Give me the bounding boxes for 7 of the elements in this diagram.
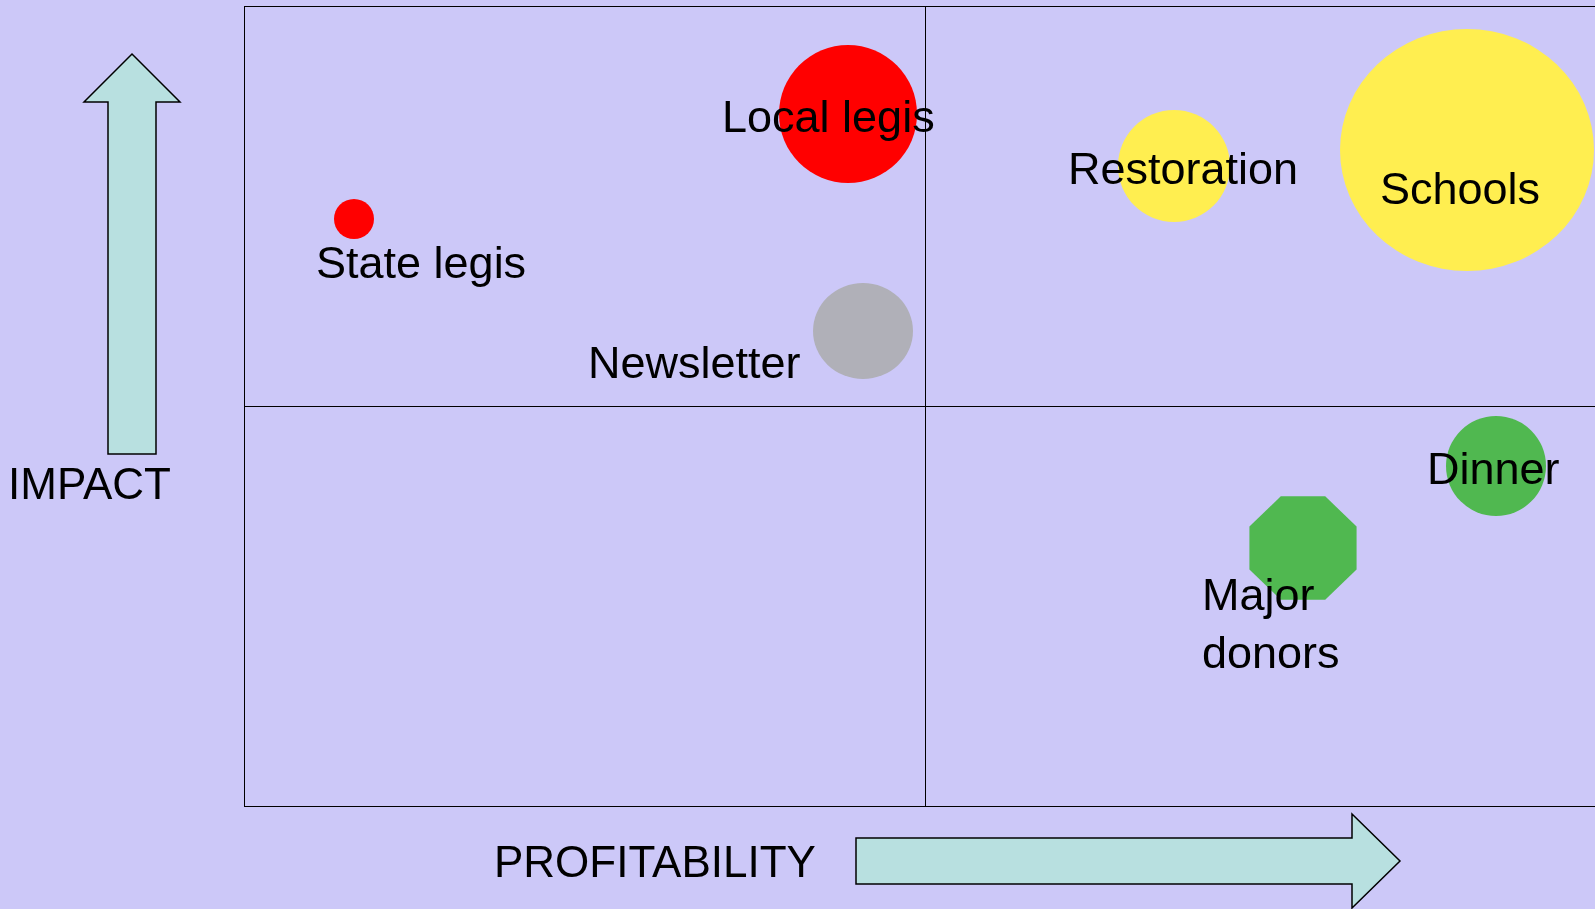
bubble-label: Newsletter (588, 337, 801, 388)
bubble-label: Major donors (1202, 569, 1340, 678)
bubble-label: State legis (316, 237, 527, 288)
axis-label: IMPACT (8, 462, 171, 506)
axis-label: PROFITABILITY (494, 840, 816, 884)
labeled-bubble (1339, 28, 1595, 272)
bubble-label: Schools (1380, 163, 1541, 214)
